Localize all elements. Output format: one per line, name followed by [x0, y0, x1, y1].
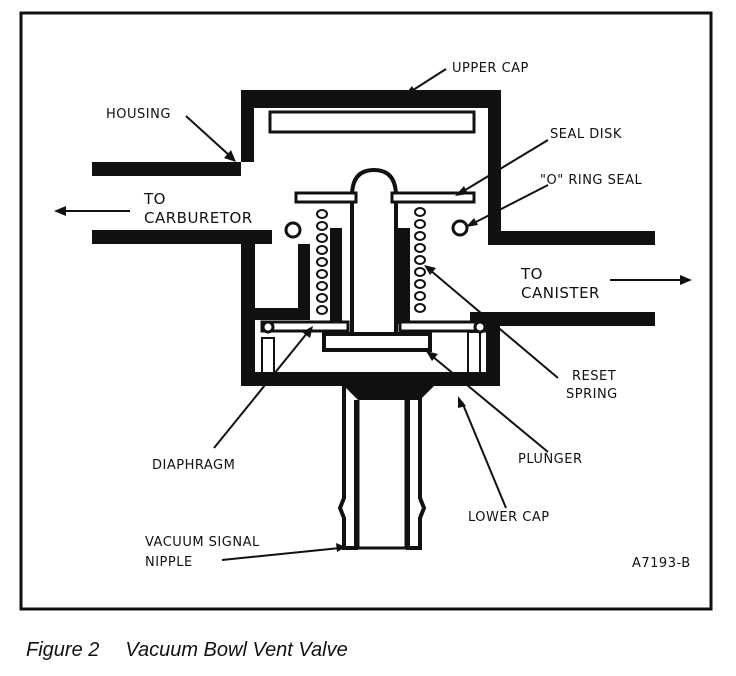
o-ring-lower-left	[261, 320, 275, 334]
label-to-carburetor-2: CARBURETOR	[144, 209, 253, 227]
leader-o-ring	[471, 184, 549, 225]
leader-plunger	[431, 355, 549, 453]
label-reset-spring-1: RESET	[572, 369, 617, 384]
figure-border	[19, 11, 713, 611]
o-ring-left	[284, 221, 302, 239]
o-ring-lower-right	[473, 320, 487, 334]
leader-diaphragm	[213, 331, 309, 449]
leader-seal-disk	[461, 139, 549, 193]
figure-caption: Figure 2 Vacuum Bowl Vent Valve	[26, 639, 348, 662]
flow-arrow-canister	[610, 275, 692, 285]
leader-nipple	[221, 547, 341, 561]
upper-cap	[241, 90, 501, 134]
leader-lines	[185, 68, 559, 561]
valve-diagram	[19, 11, 713, 611]
caption-figure-number: Figure 2	[26, 639, 100, 661]
leader-housing	[185, 115, 231, 157]
reset-spring	[316, 207, 426, 315]
label-housing: HOUSING	[106, 107, 171, 122]
label-to-canister-1: TO	[521, 265, 543, 283]
caption-title: Vacuum Bowl Vent Valve	[125, 639, 348, 661]
leader-reset-spring	[429, 269, 559, 379]
lower-cap	[241, 326, 500, 400]
plunger	[322, 167, 432, 352]
label-lower-cap: LOWER CAP	[468, 510, 550, 525]
o-ring-right	[451, 219, 469, 237]
label-drawing-code: A7193-B	[632, 556, 691, 571]
leader-lower-cap	[461, 401, 507, 509]
label-diaphragm: DIAPHRAGM	[152, 458, 236, 473]
leader-upper-cap	[409, 68, 447, 93]
label-plunger: PLUNGER	[518, 452, 583, 467]
seal-disk	[294, 191, 476, 204]
label-vacuum-signal-2: NIPPLE	[145, 555, 193, 570]
label-to-carburetor-1: TO	[144, 190, 166, 208]
label-reset-spring-2: SPRING	[566, 387, 618, 402]
vacuum-signal-nipple	[337, 386, 427, 550]
label-upper-cap: UPPER CAP	[452, 61, 529, 76]
flow-arrow-carburetor	[54, 206, 130, 216]
figure-frame	[19, 11, 713, 611]
label-o-ring-seal: "O" RING SEAL	[540, 173, 643, 188]
housing	[92, 128, 655, 334]
label-vacuum-signal-1: VACUUM SIGNAL	[145, 535, 260, 550]
label-seal-disk: SEAL DISK	[550, 127, 622, 142]
label-to-canister-2: CANISTER	[521, 284, 600, 302]
